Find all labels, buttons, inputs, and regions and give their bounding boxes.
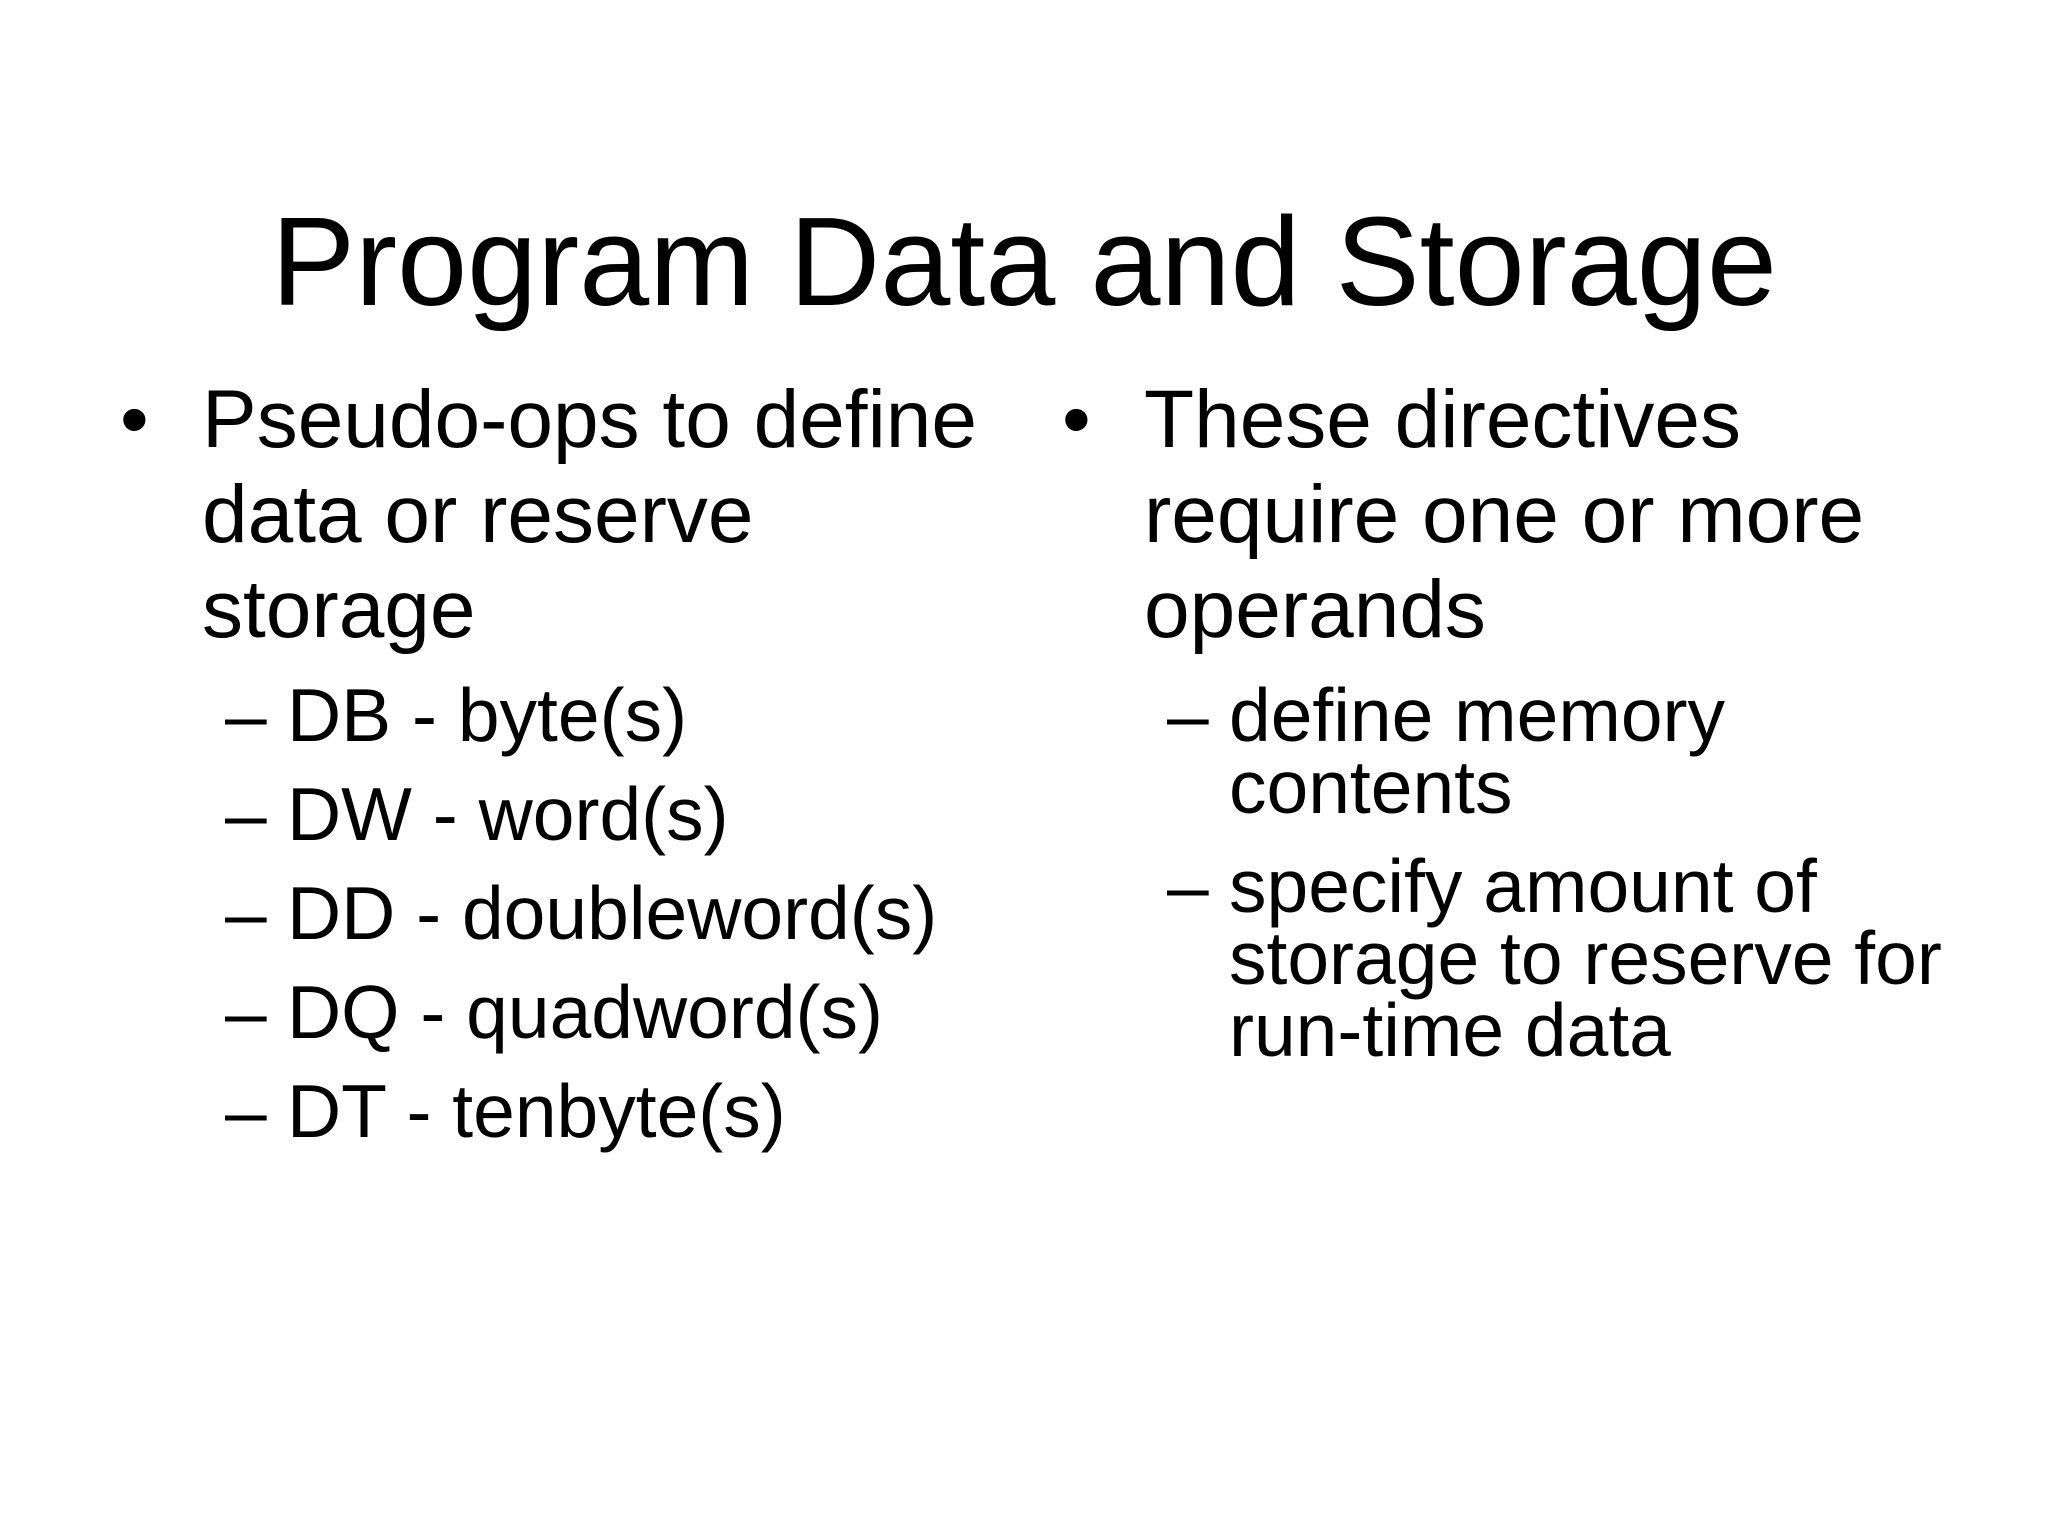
dash-marker-icon: – bbox=[225, 1069, 267, 1153]
sub-bullet-list: – DB - byte(s) – DW - word(s) – DD - dou… bbox=[225, 673, 1062, 1153]
sub-bullet-text: DQ - quadword(s) bbox=[287, 970, 884, 1054]
bullet-item: • These directives require one or more o… bbox=[1062, 372, 2008, 657]
sub-bullet-text: specify amount of storage to reserve for… bbox=[1229, 844, 1942, 1072]
content-columns: • Pseudo-ops to define data or reserve s… bbox=[120, 372, 2008, 1153]
sub-bullet-text: define memory contents bbox=[1229, 673, 1726, 829]
dash-marker-icon: – bbox=[225, 772, 267, 856]
sub-bullet-text: DB - byte(s) bbox=[287, 673, 688, 757]
dash-marker-icon: – bbox=[225, 970, 267, 1054]
sub-bullet-text: DT - tenbyte(s) bbox=[287, 1069, 786, 1153]
sub-bullet-item: – DD - doubleword(s) bbox=[225, 871, 1062, 955]
dash-marker-icon: – bbox=[1167, 673, 1209, 757]
bullet-text: Pseudo-ops to define data or reserve sto… bbox=[202, 374, 977, 655]
sub-bullet-text: DW - word(s) bbox=[287, 772, 729, 856]
bullet-marker-icon: • bbox=[1062, 374, 1091, 465]
slide-title: Program Data and Storage bbox=[271, 191, 1777, 333]
sub-bullet-item: – DT - tenbyte(s) bbox=[225, 1069, 1062, 1153]
left-column: • Pseudo-ops to define data or reserve s… bbox=[120, 372, 1062, 1153]
right-column: • These directives require one or more o… bbox=[1062, 372, 2008, 1072]
bullet-marker-icon: • bbox=[120, 374, 149, 465]
sub-bullet-item: – specify amount of storage to reserve f… bbox=[1167, 844, 2008, 1072]
sub-bullet-item: – DW - word(s) bbox=[225, 772, 1062, 856]
dash-marker-icon: – bbox=[225, 871, 267, 955]
bullet-item: • Pseudo-ops to define data or reserve s… bbox=[120, 372, 1062, 657]
sub-bullet-item: – DQ - quadword(s) bbox=[225, 970, 1062, 1054]
sub-bullet-item: – DB - byte(s) bbox=[225, 673, 1062, 757]
dash-marker-icon: – bbox=[1167, 844, 1209, 928]
sub-bullet-text: DD - doubleword(s) bbox=[287, 871, 938, 955]
bullet-text: These directives require one or more ope… bbox=[1144, 374, 1865, 655]
dash-marker-icon: – bbox=[225, 673, 267, 757]
sub-bullet-item: – define memory contents bbox=[1167, 673, 2008, 829]
sub-bullet-list: – define memory contents – specify amoun… bbox=[1167, 673, 2008, 1072]
